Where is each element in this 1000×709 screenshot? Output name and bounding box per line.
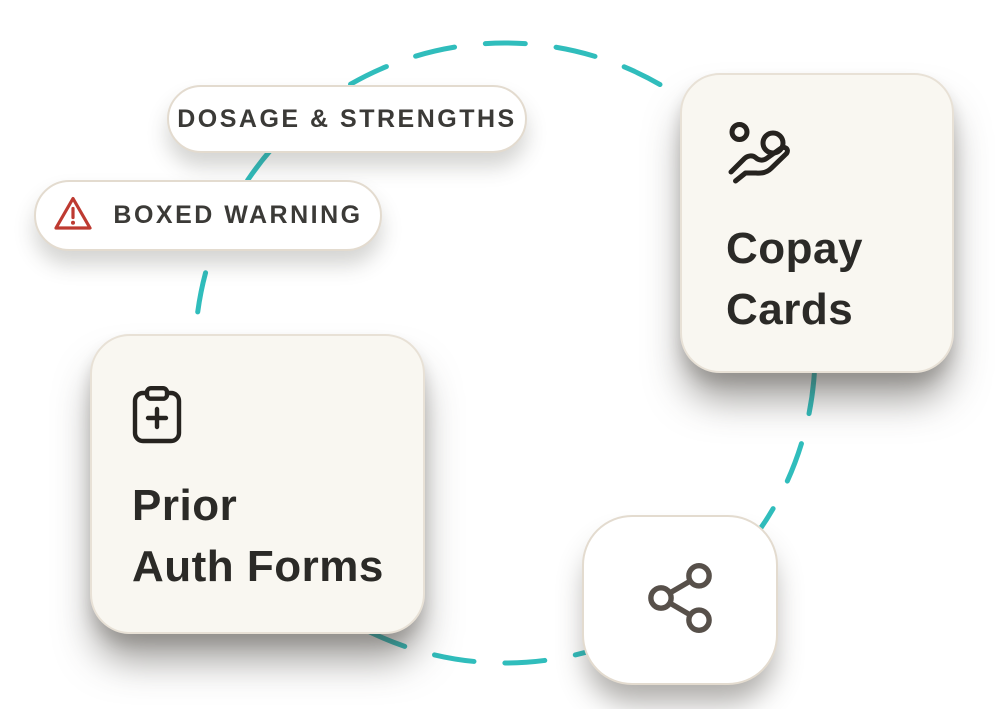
badge-dosage-strengths[interactable]: DOSAGE & STRENGTHS [167, 85, 527, 153]
card-prior-title-line2: Auth Forms [132, 542, 384, 591]
card-share-button[interactable] [582, 515, 778, 685]
card-prior-title-line1: Prior [132, 481, 238, 530]
clipboard-plus-icon [132, 386, 393, 449]
badge-boxed-warning-label: BOXED WARNING [113, 201, 363, 229]
card-prior-auth-forms[interactable]: Prior Auth Forms [90, 334, 425, 634]
warning-triangle-icon [53, 195, 93, 237]
badge-boxed-warning[interactable]: BOXED WARNING [34, 180, 382, 251]
hand-holding-person-icon [726, 121, 932, 192]
card-prior-auth-title: Prior Auth Forms [132, 475, 393, 597]
card-copay-title-line1: Copay [726, 224, 863, 273]
card-copay-cards-title: Copay Cards [726, 218, 932, 340]
share-icon [642, 555, 718, 646]
badge-dosage-strengths-label: DOSAGE & STRENGTHS [177, 104, 517, 133]
card-copay-cards[interactable]: Copay Cards [680, 73, 954, 373]
card-copay-title-line2: Cards [726, 285, 854, 334]
